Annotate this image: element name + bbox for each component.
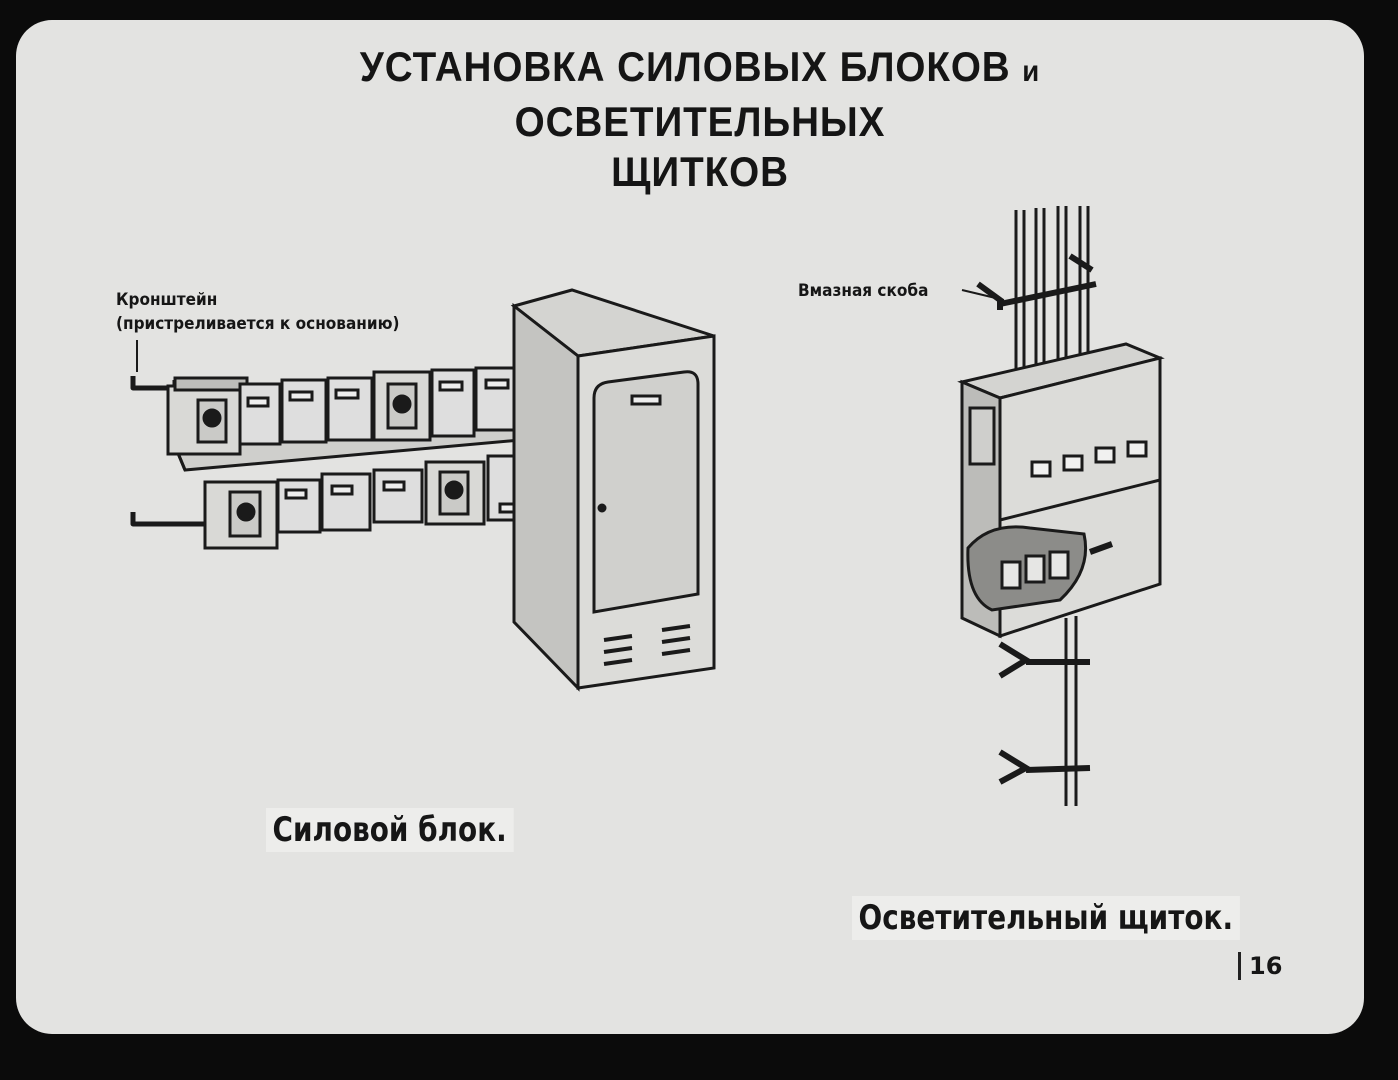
breaker-windows	[1030, 440, 1148, 478]
power-block-caption: Силовой блок.	[266, 808, 514, 852]
clamp-callout: Вмазная скоба	[798, 281, 929, 301]
title-line2: ЩИТКОВ	[611, 148, 789, 195]
power-block-illustration	[130, 288, 716, 692]
distribution-cabinet	[510, 288, 716, 692]
wall-clamps-bottom	[998, 641, 1091, 785]
outgoing-conduit	[1064, 616, 1078, 806]
enclosure-label-holder	[968, 406, 996, 466]
title-line1-conjunction: и	[1022, 55, 1041, 88]
cabinet-side	[512, 302, 580, 692]
cabinet-vents	[603, 624, 691, 666]
page-number: 16	[1238, 952, 1282, 980]
bracket-callout: Кронштейн (пристреливается к основанию)	[116, 288, 399, 336]
wall-clamps-top	[976, 253, 1097, 310]
cabinet-door-handle	[597, 503, 607, 513]
cabinet-door	[592, 370, 700, 614]
top-row-starters	[166, 360, 572, 456]
title-line1-part2: ОСВЕТИТЕЛЬНЫХ	[514, 98, 886, 145]
panel-enclosure	[957, 342, 1165, 639]
lighting-panel-caption: Осветительный щиток.	[852, 896, 1240, 940]
title-line1-part1: УСТАНОВКА СИЛОВЫХ БЛОКОВ	[359, 43, 1023, 90]
terminal-block	[966, 525, 1114, 612]
bracket-callout-line1: Кронштейн	[116, 290, 218, 310]
bracket-callout-line2: (пристреливается к основанию)	[116, 314, 400, 334]
enclosure-cover-seam	[999, 478, 1161, 522]
slide-title: УСТАНОВКА СИЛОВЫХ БЛОКОВ и ОСВЕТИТЕЛЬНЫХ…	[194, 42, 1206, 197]
cabinet-door-plate	[630, 394, 662, 406]
lower-bracket	[130, 512, 205, 527]
lighting-panel-illustration	[957, 206, 1165, 806]
incoming-conduits	[1014, 206, 1090, 380]
